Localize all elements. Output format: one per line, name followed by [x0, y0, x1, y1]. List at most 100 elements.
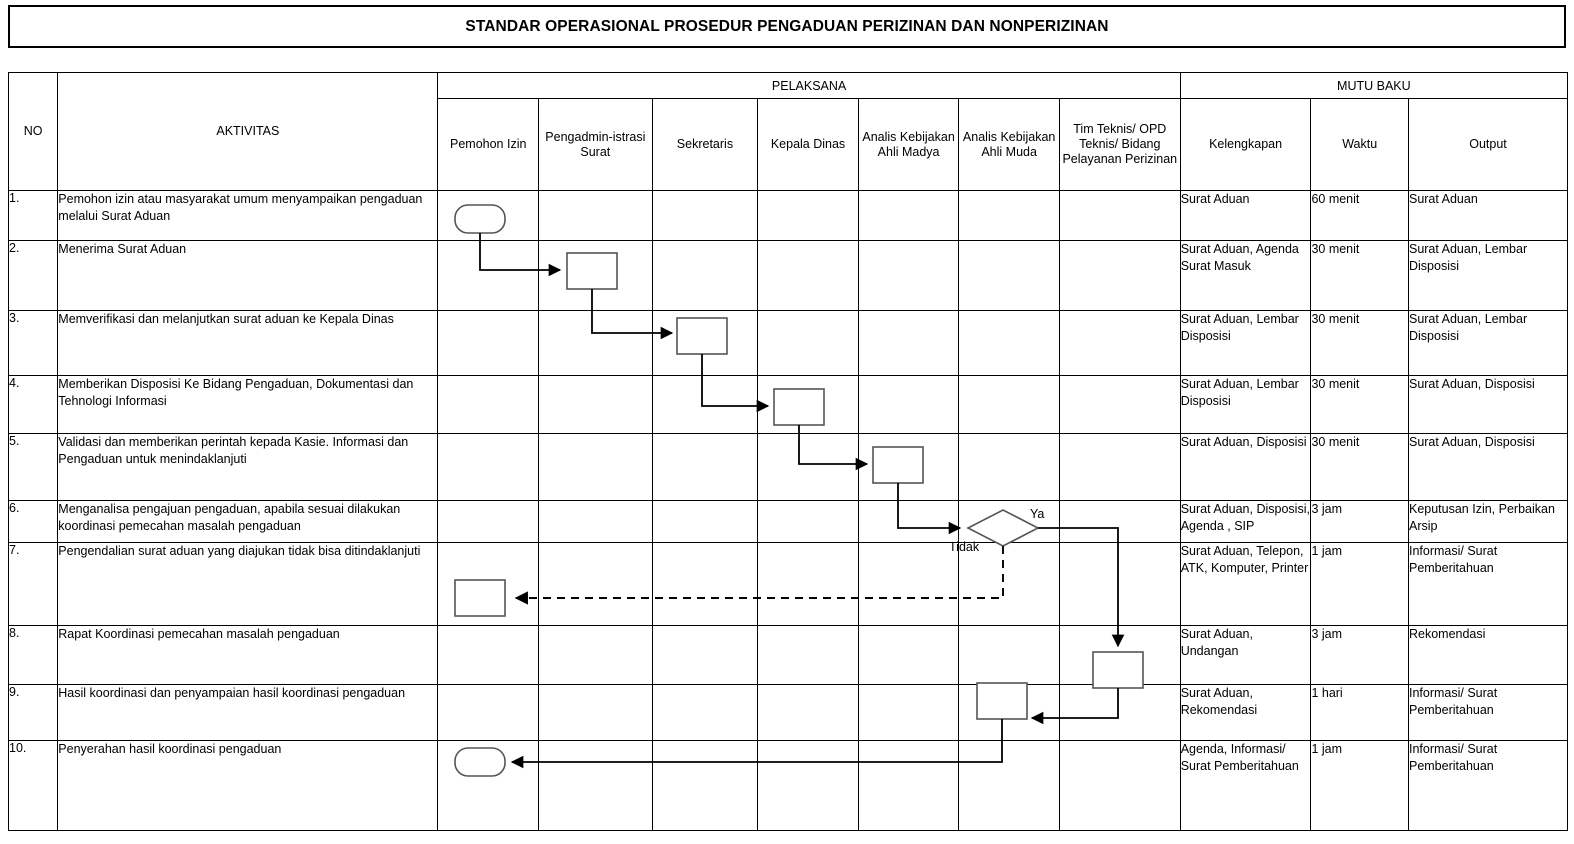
- lane-cell-1: [538, 310, 653, 376]
- lane-cell-0: [437, 240, 539, 311]
- table-row: 5.Validasi dan memberikan perintah kepad…: [7, 433, 1569, 501]
- lane-cell-1: [538, 542, 653, 626]
- table-row: 3.Memverifikasi dan melanjutkan surat ad…: [7, 310, 1569, 376]
- row-output: Surat Aduan, Disposisi: [1407, 375, 1569, 434]
- lane-cell-2: [651, 740, 759, 831]
- lane-cell-1: [538, 433, 653, 501]
- lane-cell-6: [1058, 542, 1181, 626]
- lane-cell-0: [437, 190, 539, 241]
- row-kelengkapan: Surat Aduan, Disposisi: [1179, 433, 1312, 501]
- lane-cell-4: [857, 433, 960, 501]
- row-kelengkapan: Surat Aduan, Lembar Disposisi: [1179, 310, 1312, 376]
- lane-cell-2: [651, 500, 759, 543]
- lane-cell-4: [857, 310, 960, 376]
- lane-cell-2: [651, 542, 759, 626]
- lane-cell-5: [958, 433, 1060, 501]
- row-activity: Rapat Koordinasi pemecahan masalah penga…: [57, 625, 439, 685]
- lane-cell-0: [437, 500, 539, 543]
- lane-cell-1: [538, 500, 653, 543]
- lane-cell-0: [437, 740, 539, 831]
- table-body: 1.Pemohon izin atau masyarakat umum meny…: [7, 190, 1569, 831]
- lane-cell-0: [437, 310, 539, 376]
- column-header-pengadministrasi-surat: Pengadmin-istrasi Surat: [538, 98, 653, 191]
- column-header-no: NO: [7, 72, 59, 191]
- column-header-pemohon-izin: Pemohon Izin: [437, 98, 539, 191]
- row-output: Keputusan Izin, Perbaikan Arsip: [1407, 500, 1569, 543]
- row-kelengkapan: Agenda, Informasi/ Surat Pemberitahuan: [1179, 740, 1312, 831]
- sop-table: NO AKTIVITAS PELAKSANA MUTU BAKU Pemohon…: [7, 72, 1569, 831]
- row-kelengkapan: Surat Aduan, Lembar Disposisi: [1179, 375, 1312, 434]
- row-output: Surat Aduan, Disposisi: [1407, 433, 1569, 501]
- column-group-pelaksana: PELAKSANA: [437, 72, 1181, 99]
- column-header-tim-teknis: Tim Teknis/ OPD Teknis/ Bidang Pelayanan…: [1058, 98, 1181, 191]
- column-header-kepala-dinas: Kepala Dinas: [757, 98, 859, 191]
- lane-cell-0: [437, 625, 539, 685]
- row-kelengkapan: Surat Aduan, Undangan: [1179, 625, 1312, 685]
- lane-cell-2: [651, 310, 759, 376]
- table-row: 8.Rapat Koordinasi pemecahan masalah pen…: [7, 625, 1569, 685]
- lane-cell-3: [757, 240, 859, 311]
- lane-cell-3: [757, 625, 859, 685]
- lane-cell-4: [857, 740, 960, 831]
- lane-cell-4: [857, 190, 960, 241]
- row-number: 2.: [7, 240, 59, 311]
- lane-cell-5: [958, 375, 1060, 434]
- lane-cell-3: [757, 375, 859, 434]
- row-waktu: 30 menit: [1310, 375, 1409, 434]
- table-row: 10.Penyerahan hasil koordinasi pengaduan…: [7, 740, 1569, 831]
- lane-cell-4: [857, 542, 960, 626]
- row-number: 9.: [7, 684, 59, 741]
- row-number: 3.: [7, 310, 59, 376]
- lane-cell-0: [437, 542, 539, 626]
- row-waktu: 1 jam: [1310, 542, 1409, 626]
- table-row: 7.Pengendalian surat aduan yang diajukan…: [7, 542, 1569, 626]
- lane-cell-2: [651, 684, 759, 741]
- row-number: 8.: [7, 625, 59, 685]
- lane-cell-5: [958, 240, 1060, 311]
- row-waktu: 1 hari: [1310, 684, 1409, 741]
- lane-cell-5: [958, 190, 1060, 241]
- row-output: Surat Aduan, Lembar Disposisi: [1407, 310, 1569, 376]
- row-activity: Memberikan Disposisi Ke Bidang Pengaduan…: [57, 375, 439, 434]
- row-waktu: 60 menit: [1310, 190, 1409, 241]
- lane-cell-0: [437, 375, 539, 434]
- header-sub-row: Pemohon Izin Pengadmin-istrasi Surat Sek…: [9, 98, 1569, 191]
- lane-cell-5: [958, 310, 1060, 376]
- row-kelengkapan: Surat Aduan, Disposisi, Agenda , SIP: [1179, 500, 1312, 543]
- column-header-aktivitas: AKTIVITAS: [57, 72, 439, 191]
- column-header-kelengkapan: Kelengkapan: [1179, 98, 1312, 191]
- lane-cell-4: [857, 240, 960, 311]
- lane-cell-1: [538, 684, 653, 741]
- lane-cell-6: [1058, 240, 1181, 311]
- lane-cell-5: [958, 684, 1060, 741]
- lane-cell-3: [757, 500, 859, 543]
- row-number: 4.: [7, 375, 59, 434]
- lane-cell-1: [538, 190, 653, 241]
- header-group-row: NO AKTIVITAS PELAKSANA MUTU BAKU: [7, 72, 1569, 191]
- lane-cell-1: [538, 625, 653, 685]
- column-header-output: Output: [1407, 98, 1569, 191]
- row-waktu: 30 menit: [1310, 433, 1409, 501]
- row-output: Rekomendasi: [1407, 625, 1569, 685]
- lane-cell-1: [538, 740, 653, 831]
- lane-cell-5: [958, 542, 1060, 626]
- lane-cell-6: [1058, 433, 1181, 501]
- row-output: Informasi/ Surat Pemberitahuan: [1407, 684, 1569, 741]
- lane-cell-0: [437, 433, 539, 501]
- lane-cell-3: [757, 310, 859, 376]
- column-header-analis-kebijakan-ahli-madya: Analis Kebijakan Ahli Madya: [857, 98, 960, 191]
- lane-cell-6: [1058, 190, 1181, 241]
- lane-cell-2: [651, 625, 759, 685]
- row-activity: Pemohon izin atau masyarakat umum menyam…: [57, 190, 439, 241]
- page-title: STANDAR OPERASIONAL PROSEDUR PENGADUAN P…: [465, 17, 1109, 35]
- lane-cell-6: [1058, 310, 1181, 376]
- row-number: 1.: [7, 190, 59, 241]
- row-activity: Penyerahan hasil koordinasi pengaduan: [57, 740, 439, 831]
- lane-cell-4: [857, 375, 960, 434]
- column-header-waktu: Waktu: [1310, 98, 1409, 191]
- row-number: 10.: [7, 740, 59, 831]
- row-kelengkapan: Surat Aduan, Rekomendasi: [1179, 684, 1312, 741]
- lane-cell-2: [651, 190, 759, 241]
- row-kelengkapan: Surat Aduan, Agenda Surat Masuk: [1179, 240, 1312, 311]
